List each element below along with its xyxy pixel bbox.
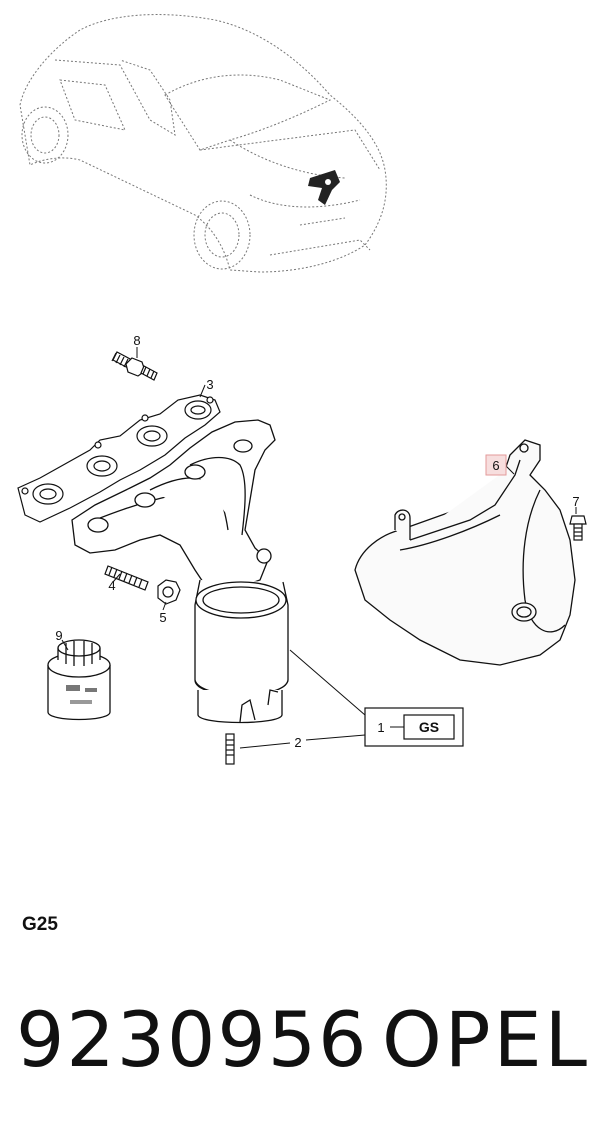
part-7-bolt [569,515,587,541]
gs-kit-label: GS [419,719,439,735]
kit-box-1: GS [364,707,464,747]
callout-3[interactable]: 3 [206,377,213,392]
gs-kit-box [403,714,455,740]
part-4-stud [104,565,149,591]
part-number: 9230956 [16,995,369,1084]
callout-8[interactable]: 8 [133,333,140,348]
callout-9[interactable]: 9 [55,628,62,643]
callout-labels: 1 2 3 4 5 6 7 8 9 [55,333,579,750]
group-code-label: G25 [22,914,58,935]
part-2-stud [225,733,235,765]
callout-5[interactable]: 5 [159,610,166,625]
part-6-heat-shield [354,439,576,666]
part-8-stud-bolt [111,351,158,381]
part-5-nut [157,579,181,605]
footer: 9230956 OPEL [0,990,600,1090]
callout-4[interactable]: 4 [108,578,115,593]
engine-location-mark [308,170,340,205]
car-illustration [19,14,387,273]
brand-name: OPEL [381,995,590,1084]
leader-lines [61,347,577,749]
callout-1[interactable]: 1 [377,720,384,735]
part-3-manifold-gasket [17,394,221,523]
callout-7[interactable]: 7 [572,494,579,509]
callout-6-highlight [485,454,507,476]
part-9-assembly-paste [47,639,111,721]
part-1-manifold-catalyst [71,419,289,724]
callout-2[interactable]: 2 [294,735,301,750]
callout-6[interactable]: 6 [492,458,499,473]
